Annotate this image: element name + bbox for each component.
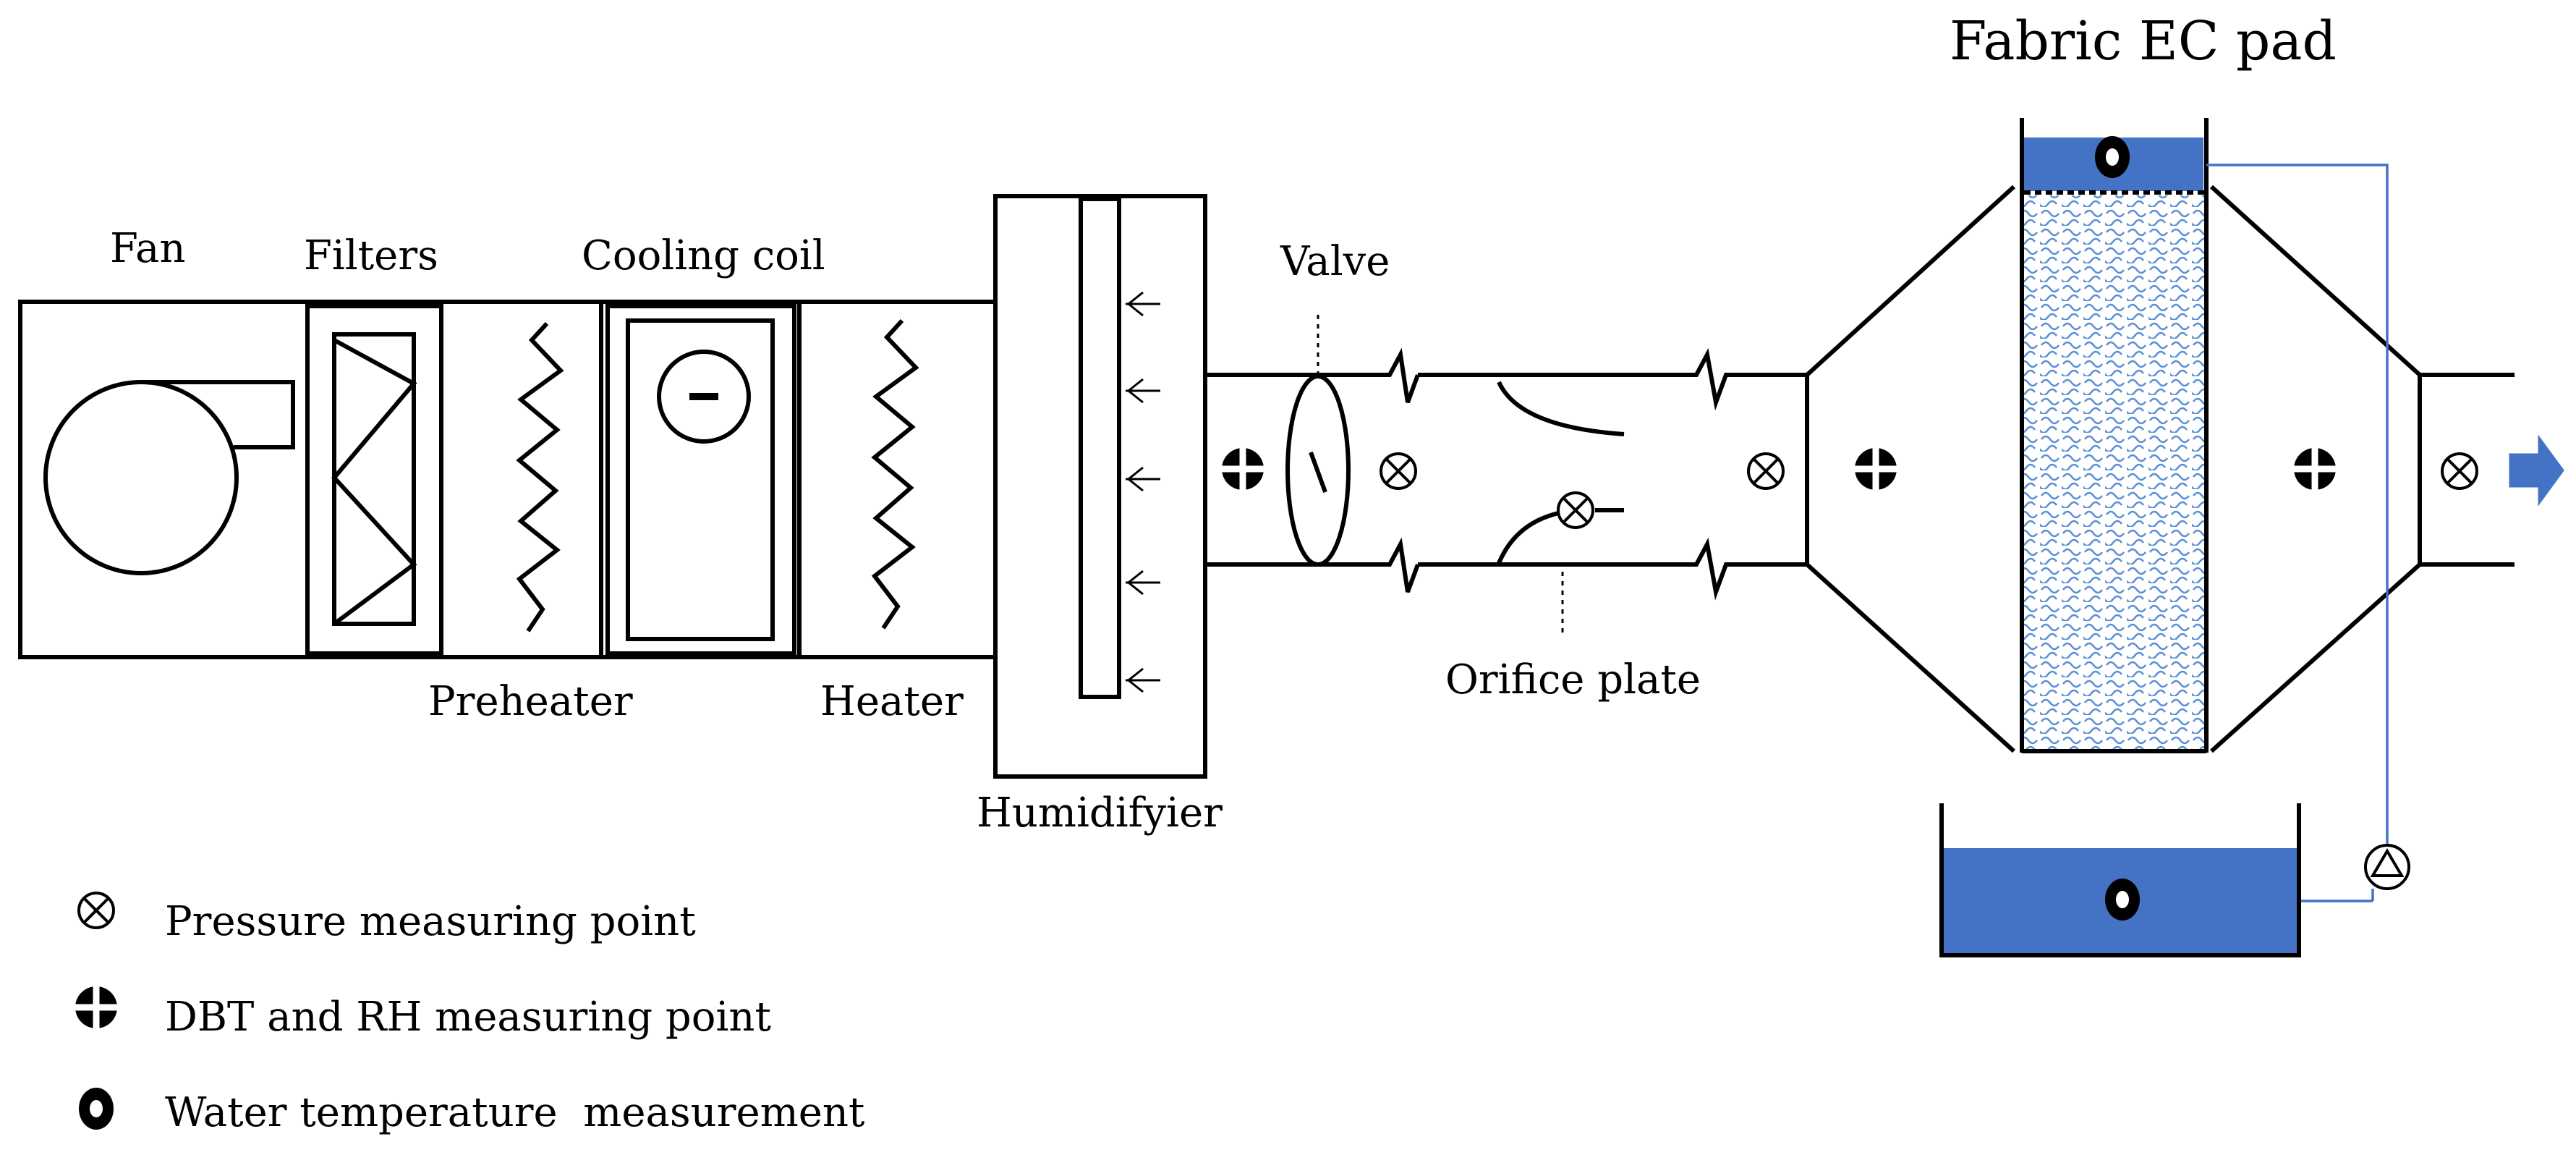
preheater-label: Preheater xyxy=(428,678,633,725)
ahu-housing xyxy=(18,300,995,659)
legend-dbt-rh-label: DBT and RH measuring point xyxy=(165,994,771,1041)
cooling-coil-label: Cooling coil xyxy=(582,232,825,279)
air-handling-unit xyxy=(18,300,995,659)
fan-label: Fan xyxy=(110,225,186,272)
fan-icon xyxy=(43,380,295,575)
water-temp-point-icon xyxy=(2095,136,2130,178)
pressure-point-icon xyxy=(1557,491,1594,529)
humidifier-label: Humidifyier xyxy=(977,790,1223,837)
humidifier-icon xyxy=(993,194,1207,779)
cooling-coil-icon xyxy=(605,304,796,656)
valve-label: Valve xyxy=(1280,238,1390,285)
ec-pad-housing xyxy=(1805,118,2515,753)
pressure-point-icon xyxy=(1747,452,1785,490)
dbt-rh-point-icon xyxy=(2292,447,2337,491)
heater-coil-icon xyxy=(871,318,919,630)
diagram-title: Fabric EC pad xyxy=(1950,10,2337,72)
legend-pressure-label: Pressure measuring point xyxy=(165,898,696,945)
legend: Pressure measuring point DBT and RH meas… xyxy=(74,892,865,1136)
pump-icon xyxy=(2364,844,2410,890)
dbt-rh-point-icon xyxy=(1853,447,1898,491)
legend-water-temp-icon xyxy=(79,1088,114,1130)
pressure-point-icon xyxy=(2441,452,2478,490)
fabric-ec-pad xyxy=(2024,195,2204,751)
orifice-plate-label: Orifice plate xyxy=(1445,656,1701,703)
airflow-outlet-arrow-icon xyxy=(2509,434,2564,507)
legend-water-temp-label: Water temperature measurement xyxy=(165,1089,865,1136)
pressure-point-icon xyxy=(1380,452,1417,490)
filters-icon xyxy=(305,304,443,656)
preheater-coil-icon xyxy=(516,321,564,632)
valve-icon xyxy=(1285,315,1351,567)
dbt-rh-point-icon xyxy=(1220,447,1265,491)
duct xyxy=(1205,315,1807,637)
legend-pressure-icon xyxy=(77,892,115,929)
filters-label: Filters xyxy=(304,232,438,279)
heater-label: Heater xyxy=(820,678,964,725)
legend-dbt-rh-icon xyxy=(74,985,119,1030)
water-temp-point-icon xyxy=(2105,879,2140,921)
